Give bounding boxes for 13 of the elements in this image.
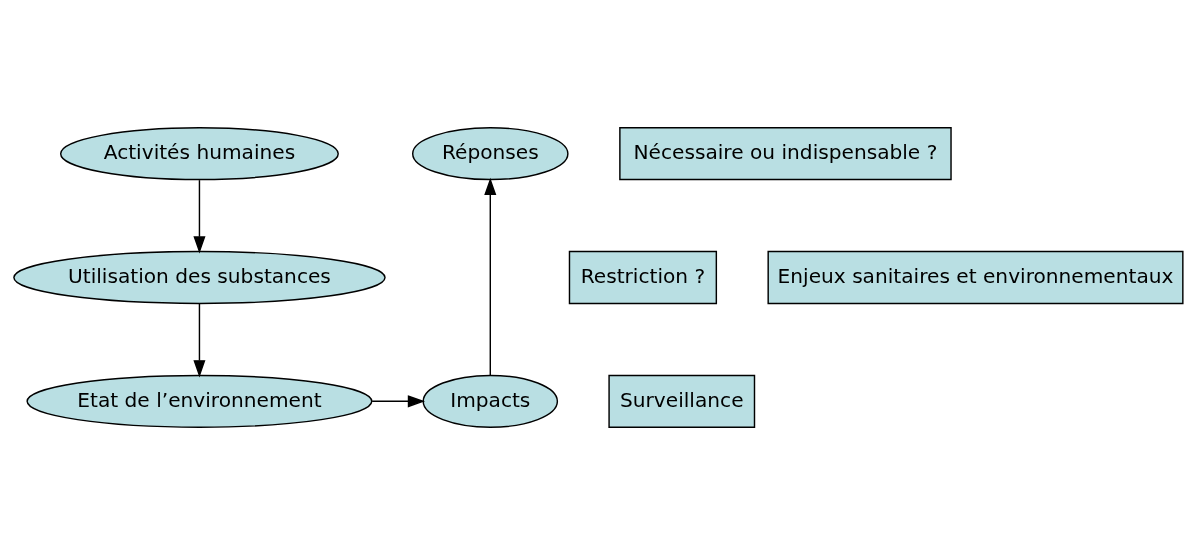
node-ellipse: Impacts bbox=[422, 374, 559, 428]
node-box: Nécessaire ou indispensable ? bbox=[619, 126, 952, 180]
node-box: Enjeux sanitaires et environnementaux bbox=[767, 250, 1184, 304]
arrow bbox=[484, 177, 497, 376]
node-box: Surveillance bbox=[608, 374, 756, 428]
arrow bbox=[193, 178, 206, 254]
node-ellipse: Etat de l’environnement bbox=[26, 374, 373, 428]
node-box: Restriction ? bbox=[568, 250, 718, 304]
node-ellipse: Réponses bbox=[411, 126, 569, 180]
node-ellipse: Activités humaines bbox=[59, 126, 339, 180]
arrow bbox=[193, 302, 206, 377]
node-ellipse: Utilisation des substances bbox=[13, 250, 386, 304]
arrow bbox=[371, 394, 426, 407]
